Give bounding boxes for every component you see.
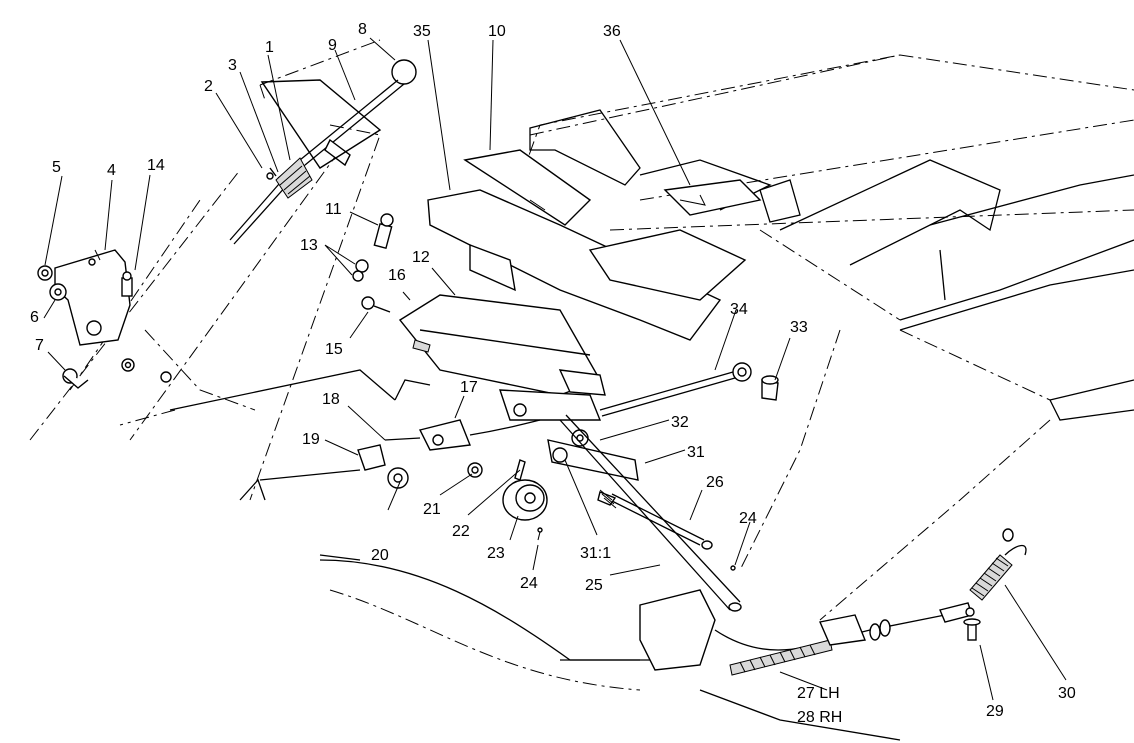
wheel-23 (502, 479, 548, 521)
plate-36 (663, 179, 762, 216)
spring-coil (275, 157, 313, 199)
callout-22: 22 (452, 523, 470, 540)
callout-24-lower: 24 (520, 575, 538, 592)
callout-15: 15 (325, 341, 343, 358)
callout-36: 36 (603, 23, 621, 40)
callout-19: 19 (302, 431, 320, 448)
callout-31: 31 (687, 444, 705, 461)
plate-10 (463, 149, 592, 226)
callout-13: 13 (300, 237, 318, 254)
callout-32: 32 (671, 414, 689, 431)
callout-1: 1 (265, 39, 274, 56)
callout-4: 4 (107, 162, 116, 179)
callout-26: 26 (706, 474, 724, 491)
leader-lines (43, 37, 1067, 701)
upper-bracket-35 (427, 189, 747, 341)
callout-6: 6 (30, 309, 39, 326)
callout-11: 11 (325, 201, 342, 218)
callout-9: 9 (328, 37, 337, 54)
bolt-11-15 (352, 213, 394, 313)
callout-29: 29 (986, 703, 1004, 720)
callout-25: 25 (585, 577, 603, 594)
callout-24-right: 24 (739, 510, 757, 527)
callout-30: 30 (1058, 685, 1076, 702)
callout-labels: 1 2 3 4 5 6 7 8 9 10 11 12 13 14 15 16 1… (30, 21, 1076, 726)
callout-3: 3 (228, 57, 237, 74)
callout-8: 8 (358, 21, 367, 38)
callout-34: 34 (730, 301, 748, 318)
callout-2: 2 (204, 78, 213, 95)
rod-end-19 (357, 444, 409, 489)
left-bracket-assembly (37, 249, 172, 389)
callout-23: 23 (487, 545, 505, 562)
callout-18: 18 (322, 391, 340, 408)
callout-33: 33 (790, 319, 808, 336)
callout-31-1: 31:1 (580, 545, 611, 562)
callout-12: 12 (412, 249, 430, 266)
linkage-assembly (357, 389, 639, 541)
control-lever-assembly (229, 59, 417, 245)
callout-14: 14 (147, 157, 165, 174)
callout-35: 35 (413, 23, 431, 40)
callout-10: 10 (488, 23, 506, 40)
frame-outline (29, 39, 1134, 741)
callout-17: 17 (460, 379, 478, 396)
callout-21: 21 (423, 501, 441, 518)
rods-25-26 (559, 414, 742, 612)
rod-34 (558, 362, 779, 417)
callout-5: 5 (52, 159, 61, 176)
callout-16: 16 (388, 267, 406, 284)
callout-20: 20 (371, 547, 389, 564)
callout-28-rh: 28 RH (797, 709, 842, 726)
callout-27-lh: 27 LH (797, 685, 840, 702)
cable-assembly (639, 528, 1027, 676)
lever-knob (391, 59, 417, 85)
callout-7: 7 (35, 337, 44, 354)
